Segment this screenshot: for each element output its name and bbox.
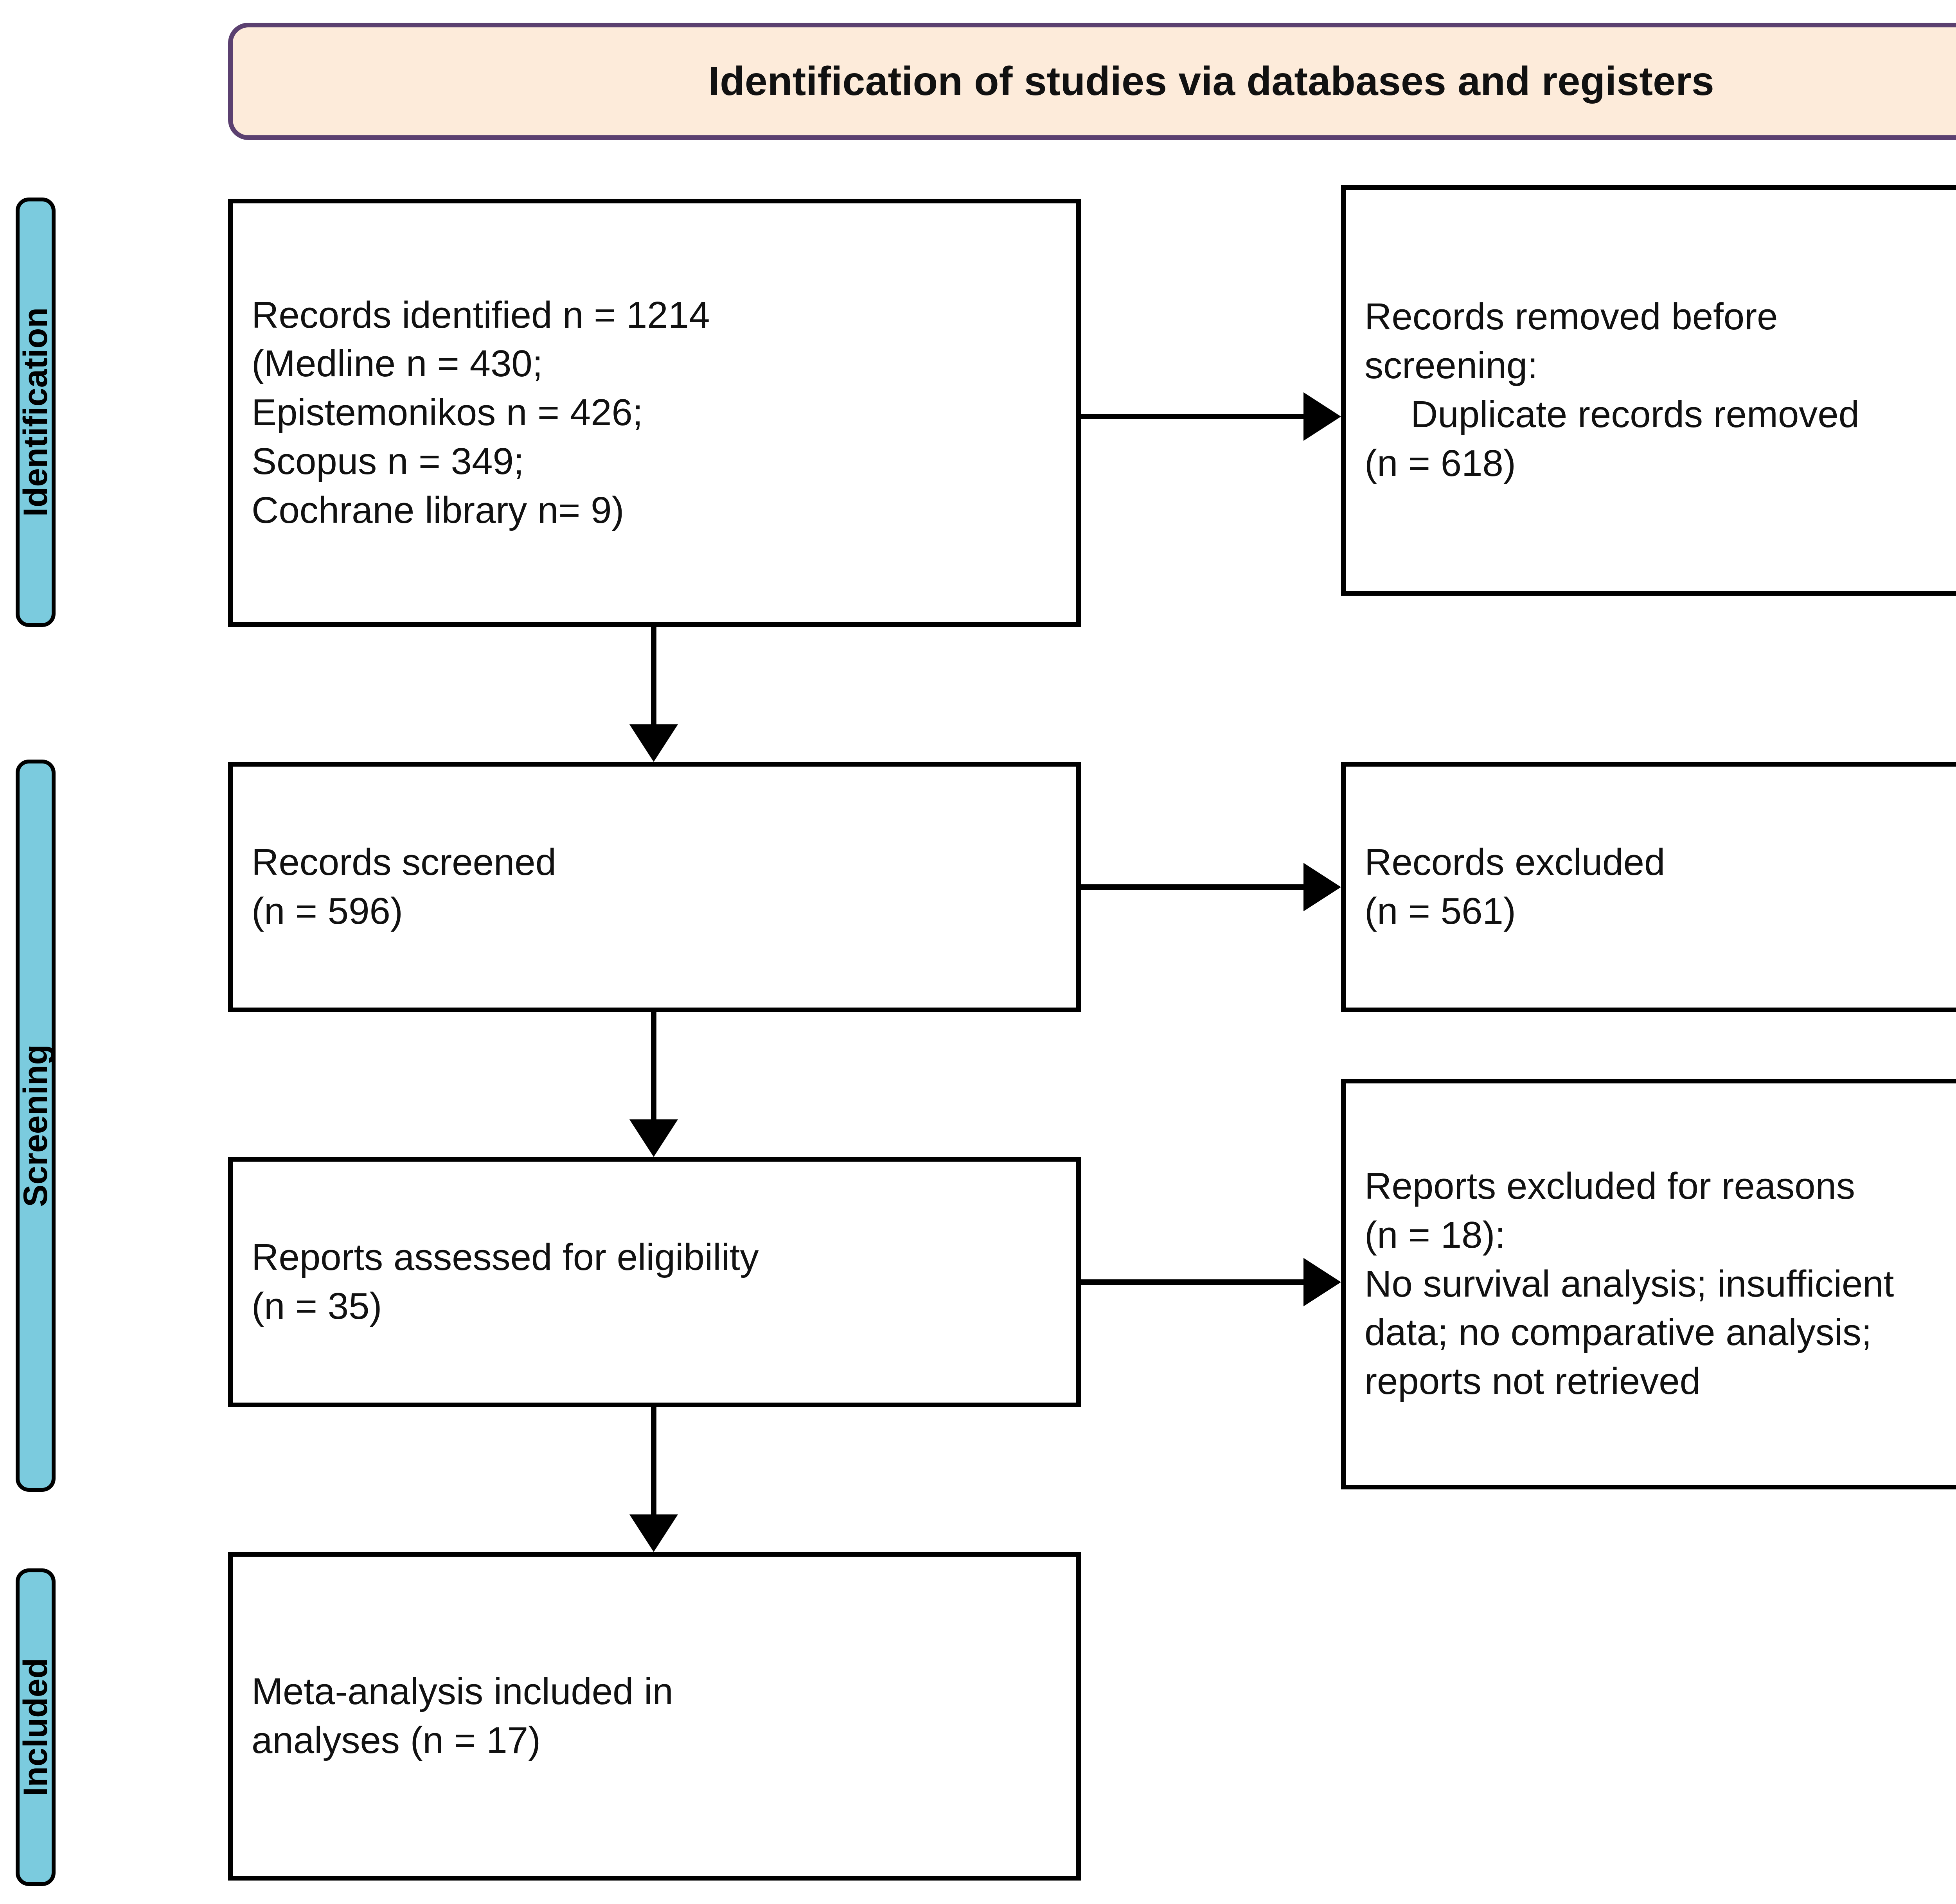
arrow-shaft (651, 627, 656, 724)
arrowhead-right-icon (1303, 1258, 1341, 1306)
arrowhead-right-icon (1303, 392, 1341, 441)
box-records-removed-line-3: Duplicate records removed (1411, 393, 1860, 435)
arrow-identified-to-screened (628, 627, 679, 762)
box-records-removed-before-screening: Records removed before screening: Duplicat… (1341, 185, 1956, 596)
arrowhead-right-icon (1303, 863, 1341, 911)
arrow-shaft (651, 1012, 656, 1119)
arrow-eligibility-to-included (628, 1407, 679, 1552)
box-records-identified-text: Records identified n = 1214 (Medline n =… (252, 294, 710, 531)
arrow-shaft (1081, 1279, 1303, 1285)
box-reports-excluded-for-reasons: Reports excluded for reasons (n = 18): N… (1341, 1079, 1956, 1489)
arrow-screened-to-eligibility (628, 1012, 679, 1157)
phase-label-identification: Identification (16, 198, 56, 627)
phase-label-screening: Screening (16, 760, 56, 1492)
box-records-excluded-text: Records excluded (n = 561) (1365, 841, 1665, 932)
phase-label-identification-text: Identification (17, 307, 54, 517)
box-meta-analysis-included: Meta-analysis included in analyses (n = … (228, 1552, 1081, 1881)
arrowhead-down-icon (629, 1119, 678, 1157)
box-records-screened-text: Records screened (n = 596) (252, 841, 557, 932)
box-records-screened: Records screened (n = 596) (228, 762, 1081, 1012)
phase-label-included: Included (16, 1568, 56, 1886)
box-records-removed-line-4: (n = 618) (1365, 442, 1516, 484)
box-reports-assessed-for-eligibility: Reports assessed for eligibility (n = 35… (228, 1157, 1081, 1407)
arrowhead-down-icon (629, 724, 678, 762)
box-records-identified: Records identified n = 1214 (Medline n =… (228, 199, 1081, 627)
arrow-shaft (1081, 884, 1303, 890)
arrow-eligibility-to-reports-excluded (1081, 1257, 1341, 1308)
box-reports-assessed-for-eligibility-text: Reports assessed for eligibility (n = 35… (252, 1236, 759, 1327)
diagram-header-banner: Identification of studies via databases … (228, 23, 1956, 140)
arrow-screened-to-excluded (1081, 862, 1341, 912)
phase-label-screening-text: Screening (17, 1044, 54, 1207)
box-records-removed-line-1: Records removed before (1365, 296, 1778, 338)
diagram-header-title: Identification of studies via databases … (708, 58, 1714, 104)
arrow-shaft (1081, 414, 1303, 419)
box-records-removed-line-2: screening: (1365, 345, 1538, 387)
arrow-shaft (651, 1407, 656, 1514)
box-records-excluded: Records excluded (n = 561) (1341, 762, 1956, 1012)
box-records-removed-text: Records removed before screening: Duplicat… (1346, 293, 1956, 488)
box-meta-analysis-included-text: Meta-analysis included in analyses (n = … (252, 1670, 673, 1761)
box-reports-excluded-for-reasons-text: Reports excluded for reasons (n = 18): N… (1365, 1165, 1894, 1403)
arrow-identified-to-removed (1081, 391, 1341, 442)
arrowhead-down-icon (629, 1514, 678, 1552)
phase-label-included-text: Included (17, 1658, 54, 1796)
